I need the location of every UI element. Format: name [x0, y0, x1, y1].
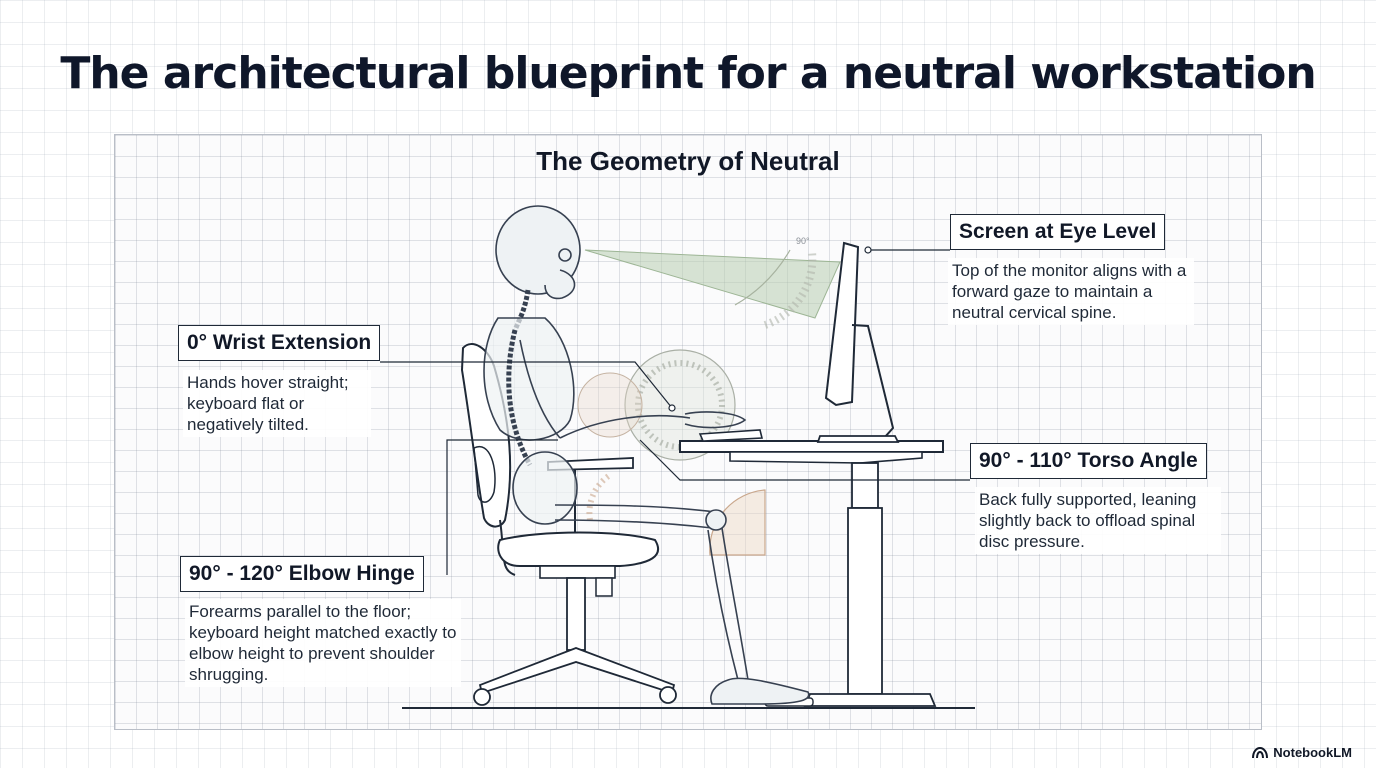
jaw: [544, 269, 576, 300]
brand-name: NotebookLM: [1273, 745, 1352, 760]
femur: [554, 504, 716, 513]
knee: [705, 509, 727, 531]
monitor-arm: [851, 324, 895, 439]
monitor-base: [816, 435, 900, 443]
desk-column-upper: [851, 462, 879, 509]
leader-wrist-dot: [668, 404, 676, 412]
chair-gas-lift: [566, 577, 586, 651]
desk-foot: [803, 693, 937, 707]
angle-arc-neck: [734, 249, 791, 306]
pelvis: [512, 451, 578, 525]
protractor-elbow-inner: [635, 360, 725, 450]
brand-watermark: NotebookLM: [1252, 745, 1352, 760]
chair-lumbar: [473, 445, 496, 503]
forearm: [559, 414, 691, 439]
leader-screen-dot: [864, 246, 872, 254]
fibula: [721, 527, 749, 681]
chair-caster-right: [659, 686, 677, 704]
callout-wrist-label: 0° Wrist Extension: [178, 325, 381, 361]
protractor-knee-2: [586, 472, 612, 521]
leader-elbow: [446, 439, 558, 575]
femur-2: [554, 519, 713, 529]
desk-top: [679, 440, 944, 453]
ribcage: [483, 317, 575, 441]
chair-knob: [595, 577, 613, 597]
callout-elbow-description: Forearms parallel to the floor; keyboard…: [185, 599, 461, 687]
keyboard-tray: [729, 451, 923, 464]
desk-column-lower: [847, 507, 883, 695]
sight-cone: [584, 249, 841, 319]
foot: [710, 677, 810, 705]
protractor-elbow: [624, 349, 736, 461]
upper-arm: [519, 339, 561, 439]
leader-lines: [380, 246, 970, 575]
chair-caster-left: [473, 688, 491, 706]
eye-socket: [558, 248, 572, 262]
callout-elbow-label: 90° - 120° Elbow Hinge: [180, 556, 424, 592]
callout-screen-description: Top of the monitor aligns with a forward…: [948, 258, 1194, 325]
chair-mechanism: [539, 565, 616, 579]
skeleton-figure: [483, 205, 810, 705]
hand: [684, 411, 747, 429]
spine: [506, 329, 533, 467]
protractor-hip: [577, 372, 643, 438]
chair-seat: [497, 531, 660, 567]
angle-mark-text: 90°: [796, 236, 810, 246]
callout-screen-label: Screen at Eye Level: [950, 214, 1166, 250]
callout-torso-label: 90° - 110° Torso Angle: [970, 443, 1207, 479]
leader-wrist: [380, 361, 673, 409]
notebooklm-logo-icon: [1252, 746, 1269, 758]
monitor-screen: [824, 241, 860, 407]
leader-torso: [639, 439, 970, 481]
tibia: [707, 529, 739, 681]
page-title: The architectural blueprint for a neutra…: [60, 48, 1316, 99]
chair-base: [478, 647, 676, 695]
keyboard: [698, 429, 764, 442]
callout-wrist-description: Hands hover straight; keyboard flat or n…: [183, 370, 371, 437]
callout-torso-description: Back fully supported, leaning slightly b…: [975, 487, 1221, 554]
